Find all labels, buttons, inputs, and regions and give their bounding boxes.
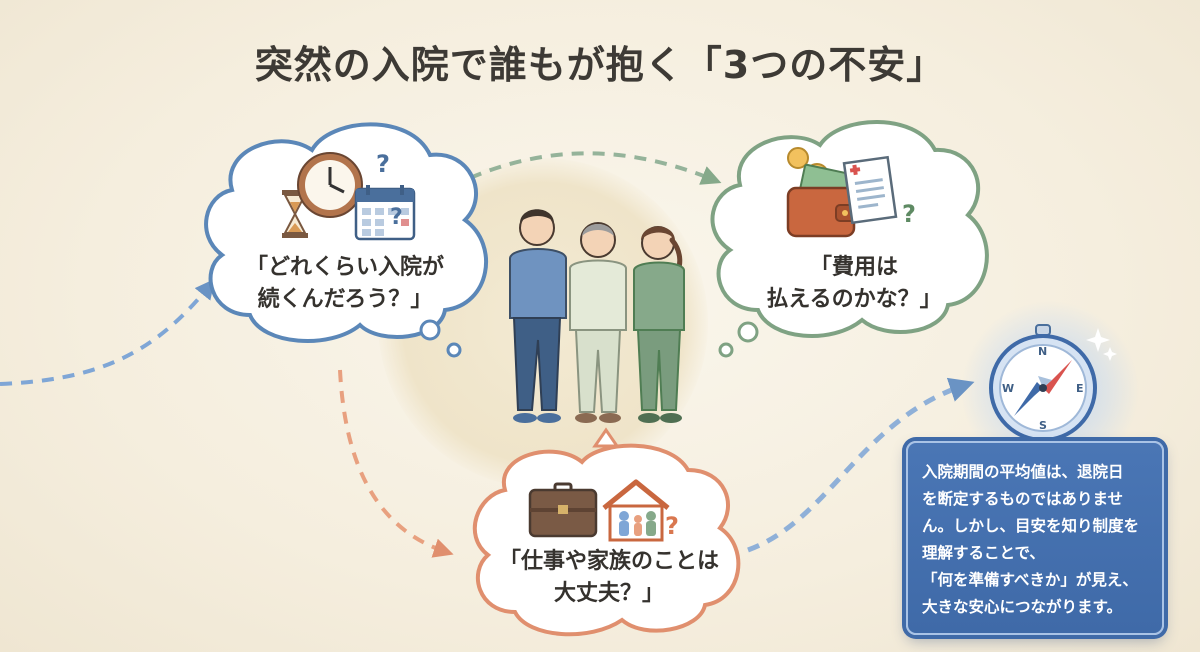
question-icon: ? xyxy=(390,205,403,230)
question-icon: ? xyxy=(376,150,390,178)
cloud-cost-line2: 払えるのかな？」 xyxy=(766,287,942,312)
cloud-cost xyxy=(710,120,989,358)
svg-text:E: E xyxy=(1076,382,1084,395)
question-icon: ? xyxy=(902,200,916,228)
path-cloud1-to-cloud3 xyxy=(338,369,454,558)
svg-text:S: S xyxy=(1039,419,1047,432)
card-line: 「何を準備すべきか」が見え、 xyxy=(922,571,1138,589)
card-line: 大きな安心につながります。 xyxy=(922,598,1122,616)
cloud-cost-line1: 「費用は xyxy=(809,255,898,280)
path-cloud1-to-cloud2 xyxy=(469,151,722,185)
cloud-duration-text: 「どれくらい入院が 続くんだろう？」 xyxy=(238,252,452,316)
card-line: を断定するものではありませ xyxy=(922,490,1124,508)
reassurance-card: 入院期間の平均値は、退院日 を断定するものではありませ ん。しかし、目安を知り制… xyxy=(906,441,1164,635)
cloud-work-family-line1: 「仕事や家族のことは xyxy=(498,549,719,574)
question-icon: ? xyxy=(665,512,679,540)
cloud-cost-text: 「費用は 払えるのかな？」 xyxy=(740,252,968,316)
compass-icon: N E S W xyxy=(989,324,1117,442)
cloud-work-family-line2: 大丈夫？」 xyxy=(553,581,664,606)
medical-bill-icon xyxy=(842,155,898,225)
cloud-duration xyxy=(204,122,488,358)
path-cloud3-to-compass xyxy=(747,377,975,553)
cloud-duration-line1: 「どれくらい入院が xyxy=(245,255,444,280)
clock-icon xyxy=(297,152,363,218)
family-illustration xyxy=(509,209,685,423)
card-line: 理解することで、 xyxy=(922,544,1045,562)
svg-text:W: W xyxy=(1002,382,1014,395)
page-title: 突然の入院で誰もが抱く「3つの不安」 xyxy=(254,43,946,87)
briefcase-icon xyxy=(528,482,598,538)
card-line: 入院期間の平均値は、退院日 xyxy=(922,463,1124,481)
path-start-to-cloud1 xyxy=(0,278,215,386)
cloud-work-family-text: 「仕事や家族のことは 大丈夫？」 xyxy=(484,546,734,610)
family-house-icon xyxy=(602,479,670,542)
svg-text:N: N xyxy=(1038,345,1047,358)
cloud-duration-line2: 続くんだろう？」 xyxy=(257,287,433,312)
calendar-icon xyxy=(354,185,416,241)
card-line: ん。しかし、目安を知り制度を xyxy=(922,517,1140,535)
wallet-icon xyxy=(786,186,857,238)
